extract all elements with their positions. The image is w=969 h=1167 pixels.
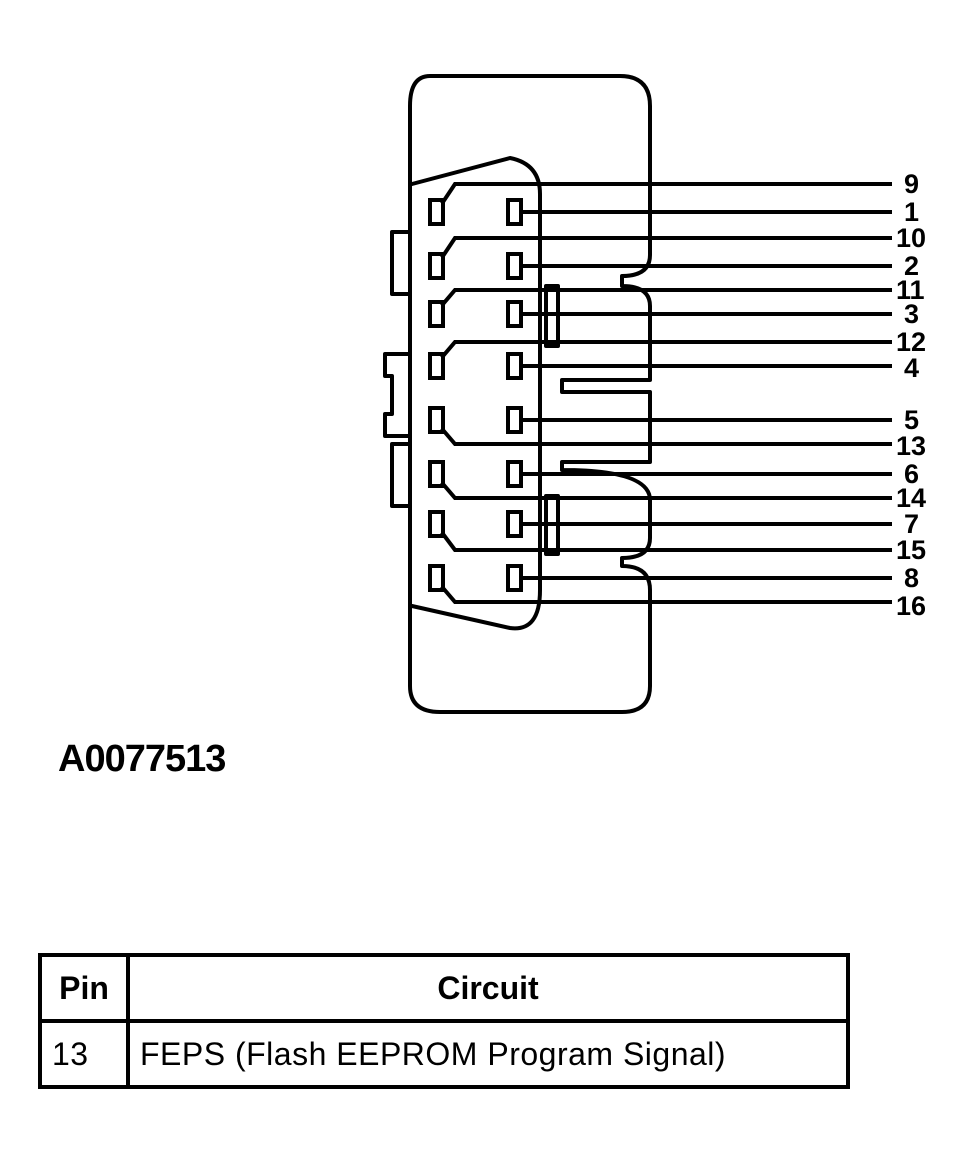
pin-label-13: 13 xyxy=(896,431,926,461)
pin-label-7: 7 xyxy=(904,509,919,539)
leader-line xyxy=(440,340,892,359)
pin-label-5: 5 xyxy=(904,405,919,435)
pin-contact xyxy=(428,406,445,434)
pin-label-9: 9 xyxy=(904,169,919,199)
pin-contact xyxy=(428,564,445,592)
table-row: 13 FEPS (Flash EEPROM Program Signal) xyxy=(38,1019,850,1089)
table-cell-pin: 13 xyxy=(38,1019,130,1089)
latch-tab-lower xyxy=(390,442,412,508)
connector-face xyxy=(410,156,542,631)
column-header-circuit: Circuit xyxy=(126,953,850,1023)
pin-label-1: 1 xyxy=(904,197,919,227)
pin-label-10: 10 xyxy=(896,223,926,253)
leader-line xyxy=(440,585,892,604)
pin-circuit-table: Pin Circuit 13 FEPS (Flash EEPROM Progra… xyxy=(38,953,850,1089)
pin-label-2: 2 xyxy=(904,251,919,281)
pin-label-4: 4 xyxy=(904,353,919,383)
pin-label-3: 3 xyxy=(904,299,919,329)
column-header-pin: Pin xyxy=(38,953,130,1023)
latch-tab-upper xyxy=(390,230,412,296)
pin-contact xyxy=(428,300,445,328)
pin-contact xyxy=(428,352,445,380)
connector-pinout-diagram: 9 1 10 2 11 3 12 4 5 13 6 14 7 15 8 16 xyxy=(383,74,926,714)
connector-shell xyxy=(408,74,652,714)
pin-contact xyxy=(428,252,445,280)
leader-line xyxy=(440,531,892,552)
pin-contact xyxy=(428,510,445,538)
pin-label-6: 6 xyxy=(904,459,919,489)
pin-label-15: 15 xyxy=(896,535,926,565)
figure-id: A0077513 xyxy=(58,738,226,780)
pin-label-12: 12 xyxy=(896,327,926,357)
leader-line xyxy=(440,481,892,500)
pin-label-8: 8 xyxy=(904,563,919,593)
latch-tab-middle xyxy=(383,352,412,438)
pin-label-16: 16 xyxy=(896,591,926,621)
leader-line xyxy=(440,427,892,446)
pin-label-14: 14 xyxy=(896,483,926,513)
leader-line xyxy=(440,182,892,205)
leader-line xyxy=(440,236,892,259)
leader-line xyxy=(440,288,892,307)
pin-label-11: 11 xyxy=(896,275,925,305)
table-cell-circuit: FEPS (Flash EEPROM Program Signal) xyxy=(126,1019,850,1089)
pin-contact xyxy=(428,460,445,488)
table-header-row: Pin Circuit xyxy=(38,953,850,1023)
pin-contact xyxy=(428,198,445,226)
